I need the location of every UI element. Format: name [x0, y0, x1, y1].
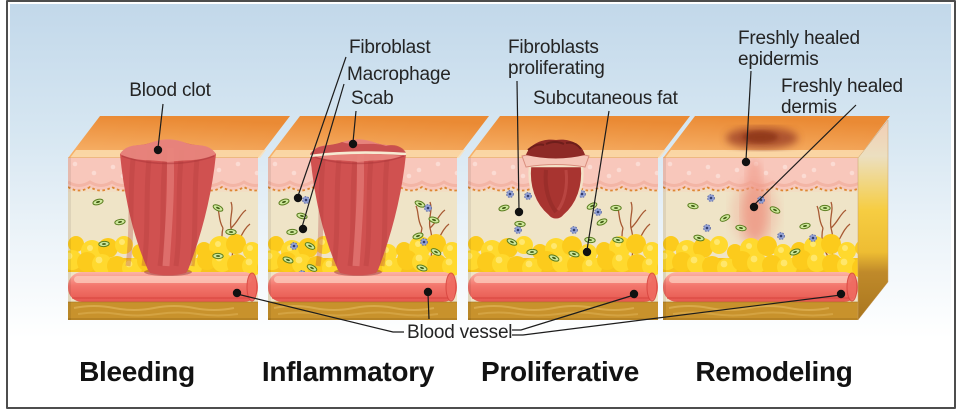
blood-vessel-label: Blood vessel	[407, 322, 513, 343]
dot-fibroblast	[293, 193, 303, 203]
dot-freshly-healed-dermis	[749, 202, 759, 212]
dot-blood-clot	[153, 145, 163, 155]
leader-blood-vessel-1	[236, 293, 404, 333]
stage-panel-proliferative	[468, 116, 690, 320]
leader-dots	[153, 139, 846, 299]
leader-blood-vessel-4	[512, 294, 842, 336]
subcutaneous-fat-label: Subcutaneous fat	[533, 88, 678, 109]
stage-name-remodeling: Remodeling	[695, 356, 853, 387]
leader-fibroblasts-proliferating	[516, 80, 520, 211]
leader-blood-vessel-2	[427, 293, 430, 320]
stage-name-bleeding: Bleeding	[79, 356, 195, 387]
leader-blood-clot	[157, 103, 164, 149]
blood-clot-label: Blood clot	[129, 80, 211, 101]
scab-label: Scab	[351, 88, 394, 109]
leader-lines	[157, 56, 857, 336]
macrophage-label: Macrophage	[347, 64, 451, 85]
leader-fibroblast	[297, 56, 347, 197]
dot-fibroblasts-proliferating	[514, 207, 524, 217]
leader-subcutaneous-fat	[586, 110, 610, 251]
leader-freshly-healed-epidermis	[745, 70, 752, 161]
stage-panel-remodeling	[663, 116, 890, 321]
stage-panel-inflammatory	[268, 116, 489, 320]
dot-subcutaneous-fat	[582, 247, 592, 257]
leader-scab	[352, 110, 357, 143]
dot-blood-vessel-4	[836, 289, 846, 299]
stage-name-proliferative: Proliferative	[481, 356, 639, 387]
stage-panel-bleeding	[68, 116, 290, 320]
dot-macrophage	[298, 224, 308, 234]
freshly-healed-dermis-label: Freshly healed dermis	[781, 76, 903, 118]
stage-name-inflammatory: Inflammatory	[261, 356, 435, 387]
freshly-healed-epidermis-label: Freshly healed epidermis	[738, 28, 860, 70]
dot-blood-vessel-3	[629, 289, 639, 299]
leader-macrophage	[301, 83, 345, 228]
dot-freshly-healed-epidermis	[741, 157, 751, 167]
fibroblast-label: Fibroblast	[349, 37, 431, 58]
leader-freshly-healed-dermis	[753, 104, 857, 206]
dot-blood-vessel-2	[423, 287, 433, 297]
dot-blood-vessel-1	[232, 288, 242, 298]
fibroblasts-proliferating-label: Fibroblasts proliferating	[508, 37, 605, 79]
leader-blood-vessel-3	[512, 294, 635, 331]
dot-scab	[348, 139, 358, 149]
